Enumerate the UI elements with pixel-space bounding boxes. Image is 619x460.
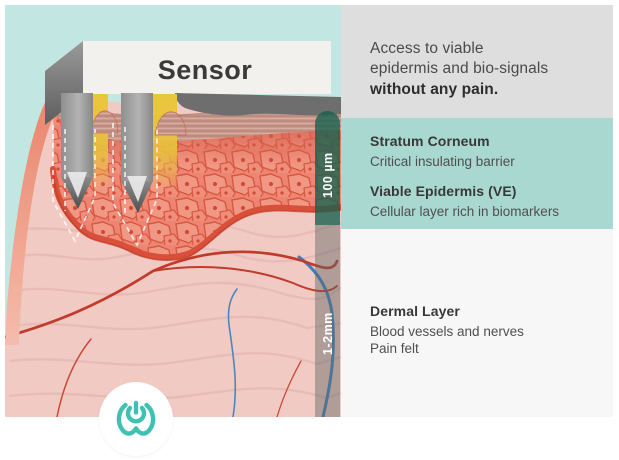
viable-epidermis-title: Viable Epidermis (VE) xyxy=(370,183,517,200)
info-panel: Access to viable epidermis and bio-signa… xyxy=(341,5,613,417)
stratum-corneum-title: Stratum Corneum xyxy=(370,133,490,149)
skin-hump-2 xyxy=(154,111,187,136)
needle-penetration-outlines xyxy=(52,123,158,247)
viable-epidermis-desc: Cellular layer rich in biomarkers xyxy=(370,203,560,219)
depth-scale-bar: 100 µm 1-2mm xyxy=(315,110,340,417)
microneedle-1 xyxy=(61,93,93,209)
brand-logo-badge xyxy=(99,382,173,456)
skin-cut-face xyxy=(5,91,63,345)
intro-line-2: epidermis and bio-signals xyxy=(370,60,549,78)
sensor-front-face xyxy=(83,41,331,94)
blood-vessels xyxy=(5,250,339,417)
power-w-logo-icon xyxy=(116,400,156,436)
artery-main xyxy=(5,250,339,339)
scale-lower-segment xyxy=(315,225,340,417)
viable-epidermis-section: Viable Epidermis (VE) Cellular layer ric… xyxy=(370,183,593,220)
sensor-side-face xyxy=(45,41,83,125)
artery-branch xyxy=(152,266,338,293)
intro-section: Access to viable epidermis and bio-signa… xyxy=(341,5,613,118)
dermal-layer-desc-1: Blood vessels and nerves xyxy=(370,323,524,339)
epidermis-sections: Stratum Corneum Critical insulating barr… xyxy=(341,118,613,229)
stratum-corneum-section: Stratum Corneum Critical insulating barr… xyxy=(370,133,593,170)
intro-emphasis: without any pain. xyxy=(370,80,499,98)
dermal-section: Dermal Layer Blood vessels and nerves Pa… xyxy=(341,229,613,417)
vein-thin xyxy=(227,288,238,417)
scale-upper-segment xyxy=(315,110,340,225)
needle-chamber-2 xyxy=(151,94,177,190)
sensor-graphic: Sensor xyxy=(45,41,341,247)
scale-upper-label: 100 µm xyxy=(321,152,335,198)
scale-lower-label: 1-2mm xyxy=(321,312,335,355)
sensor-label: Sensor xyxy=(158,55,253,85)
sensor-underside xyxy=(175,93,341,116)
vein-thick xyxy=(297,255,335,417)
skin-hump-1 xyxy=(90,110,119,134)
intro-line-1: Access to viable xyxy=(370,40,484,57)
microneedle-2 xyxy=(121,93,153,213)
basal-layer-line xyxy=(50,166,341,261)
dermal-layer-title: Dermal Layer xyxy=(370,303,460,319)
dermal-layer-desc-2: Pain felt xyxy=(370,341,419,357)
stratum-corneum-desc: Critical insulating barrier xyxy=(370,153,515,169)
skin-sensor-illustration: Sensor xyxy=(5,5,341,417)
needle-chamber-1 xyxy=(91,94,108,190)
